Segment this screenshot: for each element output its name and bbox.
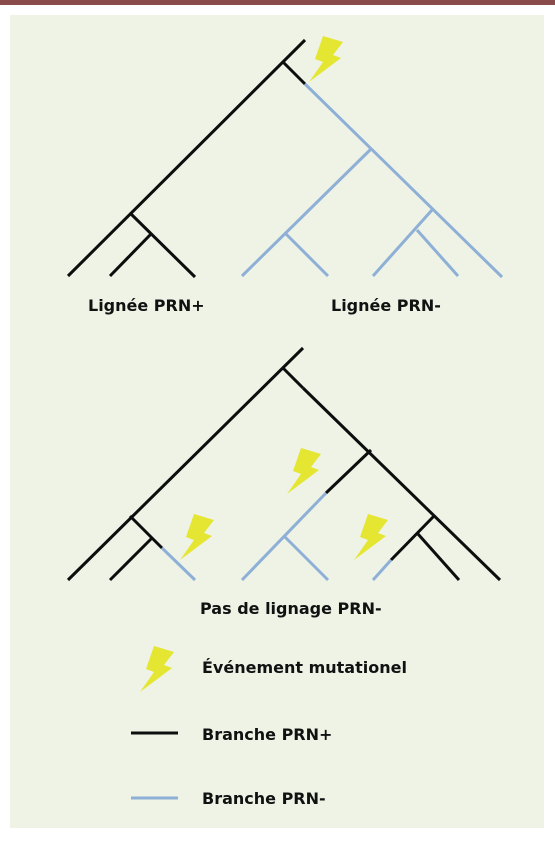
tree-1-label-left: Lignée PRN+: [88, 296, 205, 315]
legend-neg-label: Branche PRN-: [202, 789, 326, 808]
figure-panel: [10, 15, 544, 828]
legend: Événement mutationel Branche PRN+ Branch…: [131, 646, 407, 808]
lightning-bolt-icon: [140, 646, 174, 692]
lightning-bolt-icon: [287, 448, 321, 494]
tree-2: [66, 346, 502, 582]
tree-1-pos-branches: [66, 38, 307, 279]
top-accent-bar: [0, 0, 555, 5]
tree-2-label: Pas de lignage PRN-: [200, 599, 382, 618]
tree-2-neg-branches: [160, 491, 393, 582]
tree-1-label-right: Lignée PRN-: [331, 296, 441, 315]
lightning-bolt-icon: [309, 36, 343, 82]
tree-1: [66, 36, 504, 279]
legend-mutation-label: Événement mutationel: [202, 658, 407, 677]
tree-1-neg-branches: [240, 82, 504, 279]
lightning-bolt-icon: [180, 514, 214, 560]
tree-2-pos-branches: [66, 346, 502, 582]
legend-pos-label: Branche PRN+: [202, 725, 332, 744]
lightning-bolt-icon: [354, 514, 388, 560]
